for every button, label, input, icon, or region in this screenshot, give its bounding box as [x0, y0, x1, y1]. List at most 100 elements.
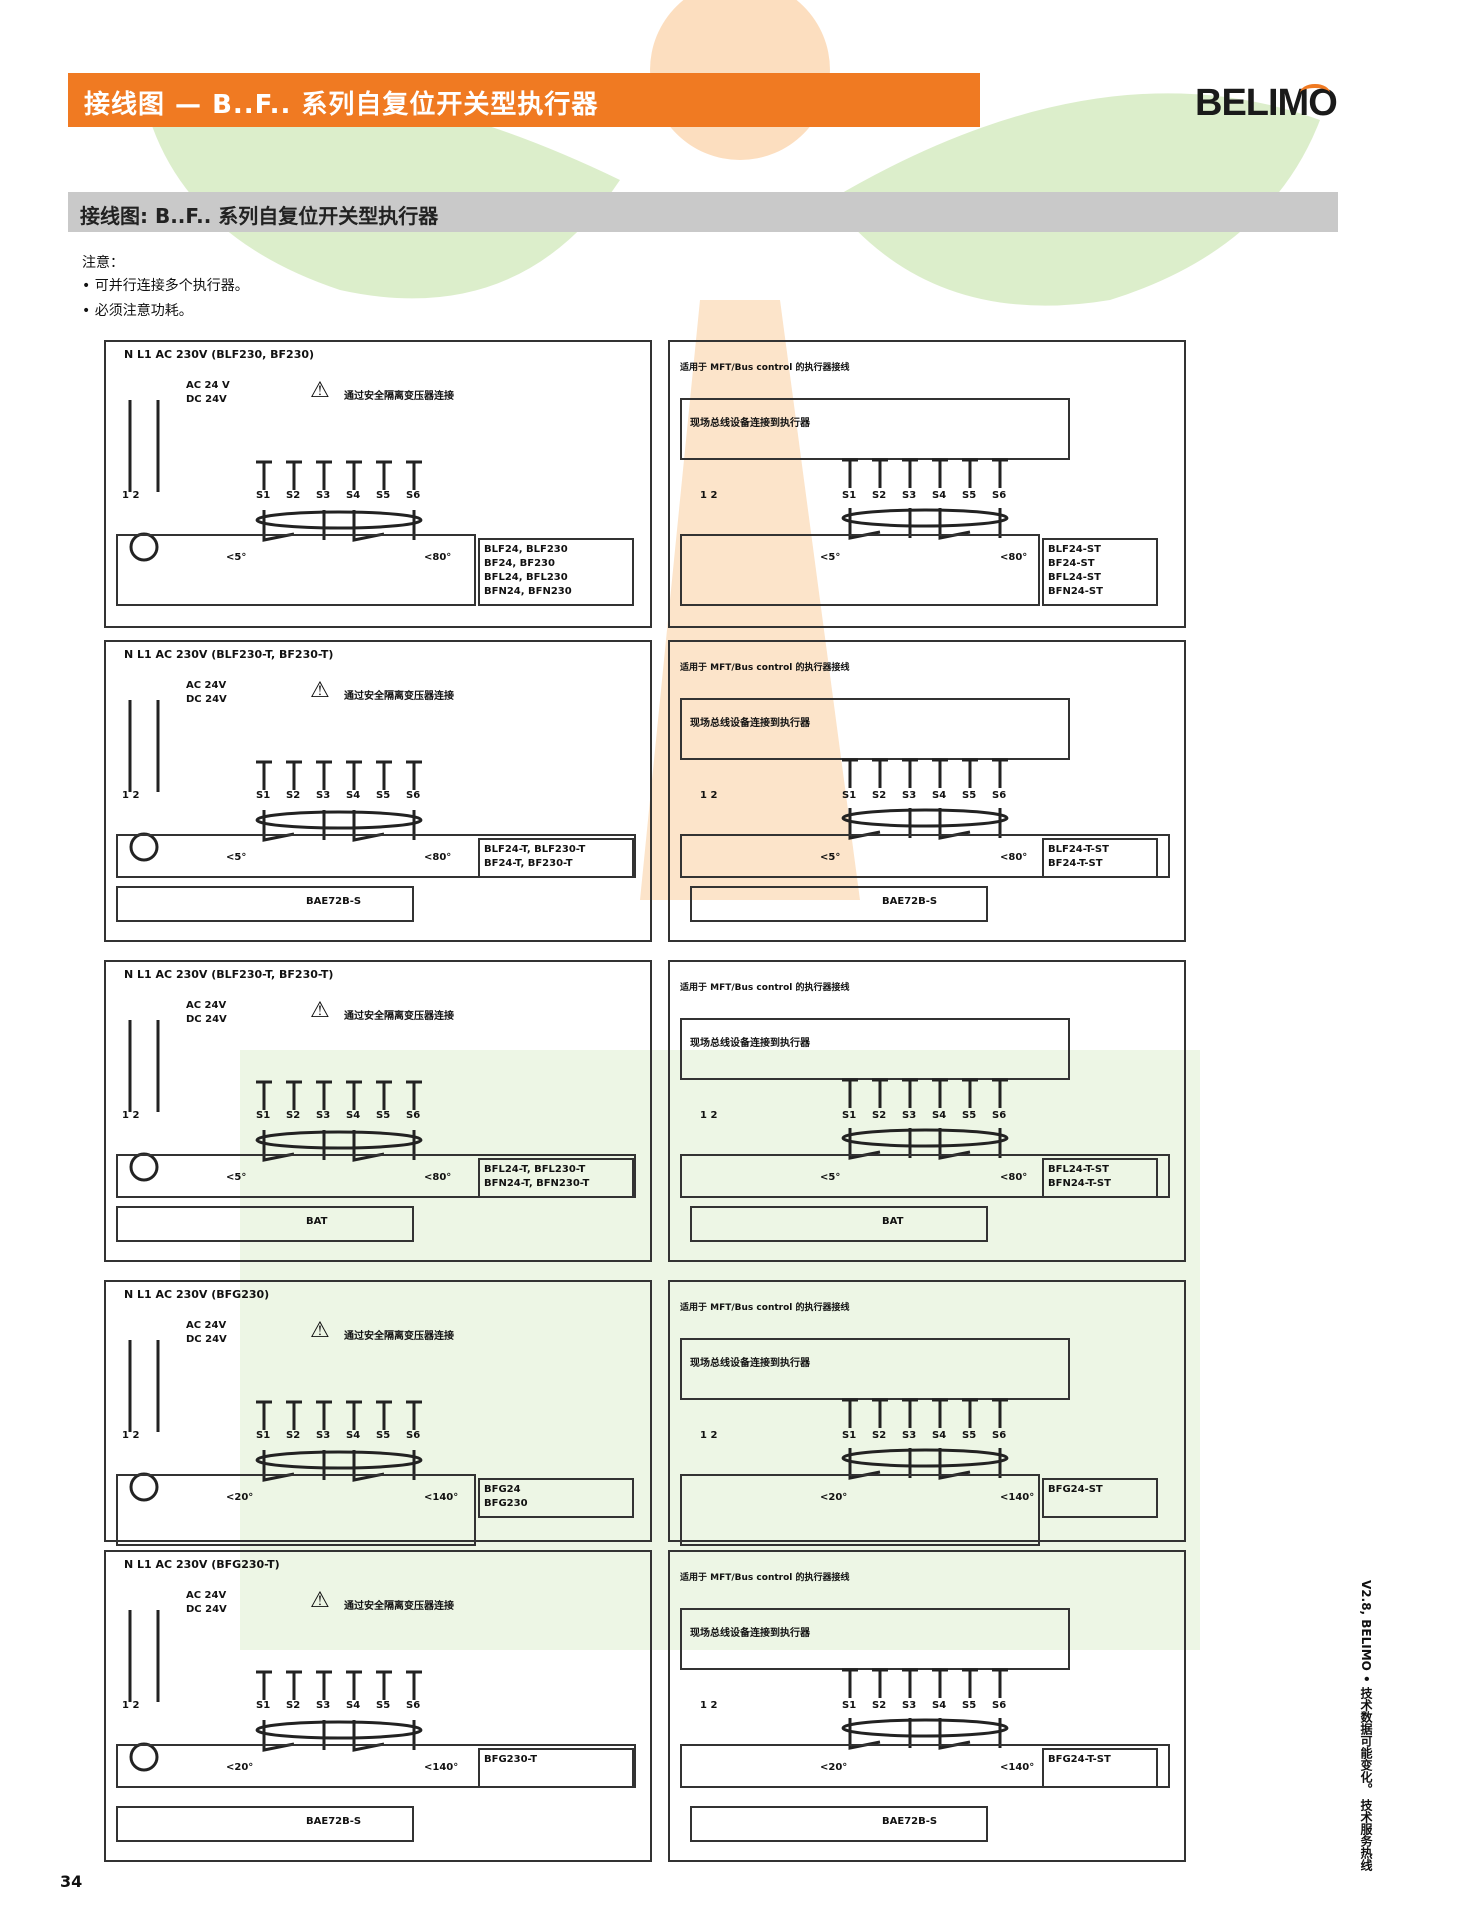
section-title: 接线图: B..F.. 系列自复位开关型执行器 — [80, 204, 439, 228]
terminal-label: S4 — [346, 790, 361, 801]
supply-label: N L1 AC 230V (BFG230-T) — [124, 1558, 280, 1571]
dc-voltage-label: DC 24V — [186, 1604, 227, 1615]
bus-note: 适用于 MFT/Bus control 的执行器接线 — [680, 1303, 850, 1313]
terminal-label: S5 — [376, 1700, 391, 1711]
ac-voltage-label: AC 24 V — [186, 380, 230, 391]
terminal-label: S6 — [406, 490, 421, 501]
terminal-label: 1 2 — [122, 1110, 140, 1121]
actuator-outline — [680, 534, 1040, 606]
angle-max-label: <80° — [424, 1172, 452, 1183]
terminal-label: S5 — [962, 1110, 977, 1121]
ac-voltage-label: AC 24V — [186, 1590, 227, 1601]
bus-device-label: 现场总线设备连接到执行器 — [690, 718, 810, 729]
accessory-label: BAE72B-S — [306, 896, 362, 907]
terminal-label: S2 — [286, 790, 301, 801]
terminal-label: S5 — [376, 490, 391, 501]
terminal-label: S3 — [902, 1110, 917, 1121]
model-list: BFG24-T-ST — [1042, 1748, 1158, 1788]
model-list: BFL24-T-ST BFN24-T-ST — [1042, 1158, 1158, 1198]
actuator-outline — [680, 1474, 1040, 1546]
supply-label: N L1 AC 230V (BLF230-T, BF230-T) — [124, 648, 334, 661]
model-list: BFG24-ST — [1042, 1478, 1158, 1518]
angle-max-label: <140° — [1000, 1762, 1035, 1773]
terminal-label: S3 — [902, 1700, 917, 1711]
terminal-label: S5 — [376, 790, 391, 801]
dc-voltage-label: DC 24V — [186, 1014, 227, 1025]
terminal-label: S6 — [992, 1110, 1007, 1121]
supply-label: N L1 AC 230V (BLF230, BF230) — [124, 348, 315, 361]
terminal-label: S4 — [346, 490, 361, 501]
header-bar — [68, 73, 980, 127]
angle-min-label: <20° — [820, 1492, 848, 1503]
cable-bundle — [841, 1128, 1009, 1148]
accessory-box — [690, 1206, 988, 1242]
terminal-label: S4 — [346, 1700, 361, 1711]
page-title: 接线图 — B..F.. 系列自复位开关型执行器 — [84, 90, 599, 120]
terminal-label: S2 — [872, 790, 887, 801]
bus-device-label: 现场总线设备连接到执行器 — [690, 1038, 810, 1049]
actuator-outline — [116, 534, 476, 606]
terminal-label: S4 — [932, 790, 947, 801]
angle-min-label: <5° — [226, 552, 247, 563]
terminal-label: S5 — [962, 490, 977, 501]
model-name: BF24-ST — [1048, 558, 1095, 569]
terminal-label: S1 — [256, 790, 271, 801]
terminal-label: 1 2 — [122, 490, 140, 501]
terminal-label: S5 — [962, 1700, 977, 1711]
angle-min-label: <5° — [820, 1172, 841, 1183]
cable-bundle — [841, 508, 1009, 528]
terminal-label: S4 — [346, 1430, 361, 1441]
terminal-label: S2 — [286, 1700, 301, 1711]
terminal-label: S2 — [872, 490, 887, 501]
cable-bundle — [841, 1718, 1009, 1738]
model-name: BFG230 — [484, 1498, 528, 1509]
wiring-panel-left: N L1 AC 230V (BLF230, BF230) AC 24 V DC 24… — [104, 340, 652, 628]
terminal-label: S2 — [872, 1700, 887, 1711]
wiring-diagram — [128, 400, 423, 562]
logo-swoosh-icon — [1300, 84, 1330, 102]
model-name: BFG24 — [484, 1484, 521, 1495]
angle-max-label: <80° — [1000, 1172, 1028, 1183]
actuator-outline — [116, 834, 636, 878]
angle-max-label: <80° — [424, 552, 452, 563]
accessory-label: BAE72B-S — [882, 896, 938, 907]
terminal-label: S6 — [406, 1110, 421, 1121]
terminal-label: S1 — [256, 1110, 271, 1121]
terminal-label: S3 — [902, 1430, 917, 1441]
accessory-box — [116, 1206, 414, 1242]
actuator-outline — [680, 1154, 1170, 1198]
model-name: BFN24-ST — [1048, 586, 1103, 597]
warning-icon: ⚠ — [310, 678, 330, 703]
warning-icon: ⚠ — [310, 998, 330, 1023]
model-name: BF24, BF230 — [484, 558, 555, 569]
dc-voltage-label: DC 24V — [186, 1334, 227, 1345]
model-name: BF24-T-ST — [1048, 858, 1103, 869]
wiring-diagram — [841, 758, 1009, 840]
terminal-label: S2 — [286, 490, 301, 501]
terminal-label: S2 — [872, 1110, 887, 1121]
terminal-label: S3 — [902, 790, 917, 801]
model-name: BFL24-T-ST — [1048, 1164, 1109, 1175]
terminal-label: S5 — [376, 1430, 391, 1441]
model-name: BLF24-ST — [1048, 544, 1101, 555]
model-name: BFN24-T-ST — [1048, 1178, 1111, 1189]
model-name: BFG24-T-ST — [1048, 1754, 1111, 1765]
bus-note: 适用于 MFT/Bus control 的执行器接线 — [680, 663, 850, 673]
terminal-label: S5 — [962, 1430, 977, 1441]
terminal-label: 1 2 — [700, 1430, 718, 1441]
actuator-outline — [680, 834, 1170, 878]
terminal-label: S3 — [316, 790, 331, 801]
dc-voltage-label: DC 24V — [186, 394, 227, 405]
terminal-label: S6 — [406, 790, 421, 801]
terminal-label: 1 2 — [122, 790, 140, 801]
accessory-box — [690, 886, 988, 922]
angle-min-label: <20° — [820, 1762, 848, 1773]
bus-note: 适用于 MFT/Bus control 的执行器接线 — [680, 363, 850, 373]
